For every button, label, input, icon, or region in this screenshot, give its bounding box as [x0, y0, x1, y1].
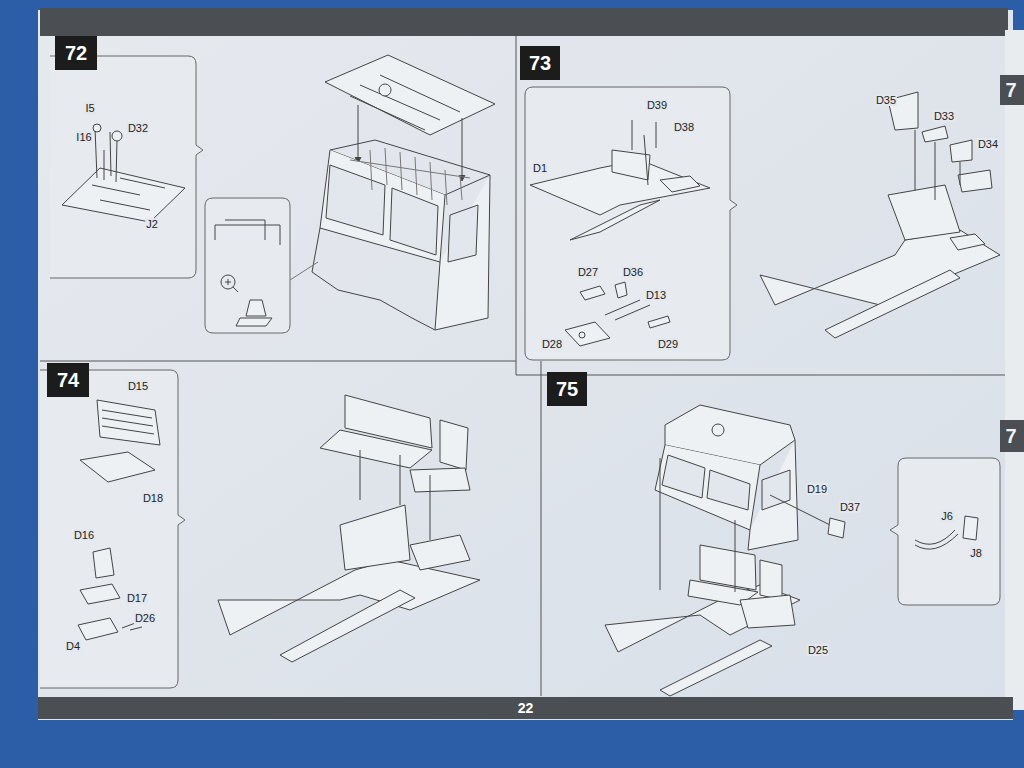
part-number: D16	[73, 529, 95, 541]
part-number: J8	[969, 547, 983, 559]
step-label: 73	[529, 52, 551, 75]
part-number: D34	[977, 138, 999, 150]
part-number: D1	[532, 162, 548, 174]
next-page-step-number: 7	[1003, 424, 1018, 448]
next-page-step-number: 7	[1003, 78, 1018, 102]
step-label: 75	[556, 378, 578, 401]
part-number: D39	[646, 99, 668, 111]
part-number: D18	[142, 492, 164, 504]
page-number-band: 22	[38, 697, 1013, 719]
part-number: I5	[84, 102, 95, 114]
part-number: J2	[145, 218, 159, 230]
step-number: 75	[547, 372, 587, 406]
part-number: D19	[806, 483, 828, 495]
part-number: D17	[126, 592, 148, 604]
step-label: 74	[57, 369, 79, 392]
step-number: 74	[47, 363, 89, 397]
part-number: I16	[75, 131, 92, 143]
step-number: 73	[520, 46, 560, 80]
part-number: D13	[645, 289, 667, 301]
part-number: J6	[940, 510, 954, 522]
step-number: 72	[55, 36, 97, 70]
part-number: D26	[134, 612, 156, 624]
part-number: D15	[127, 380, 149, 392]
part-number: D38	[673, 121, 695, 133]
part-number: D37	[839, 501, 861, 513]
part-number: D4	[65, 640, 81, 652]
part-number: D33	[933, 110, 955, 122]
part-number: D27	[577, 266, 599, 278]
part-number: D36	[622, 266, 644, 278]
part-number: D28	[541, 338, 563, 350]
part-number: D29	[657, 338, 679, 350]
page-number: 22	[518, 700, 534, 716]
step-label: 72	[65, 42, 87, 65]
part-number: D35	[875, 94, 897, 106]
part-number: D25	[807, 644, 829, 656]
part-number: D32	[127, 122, 149, 134]
